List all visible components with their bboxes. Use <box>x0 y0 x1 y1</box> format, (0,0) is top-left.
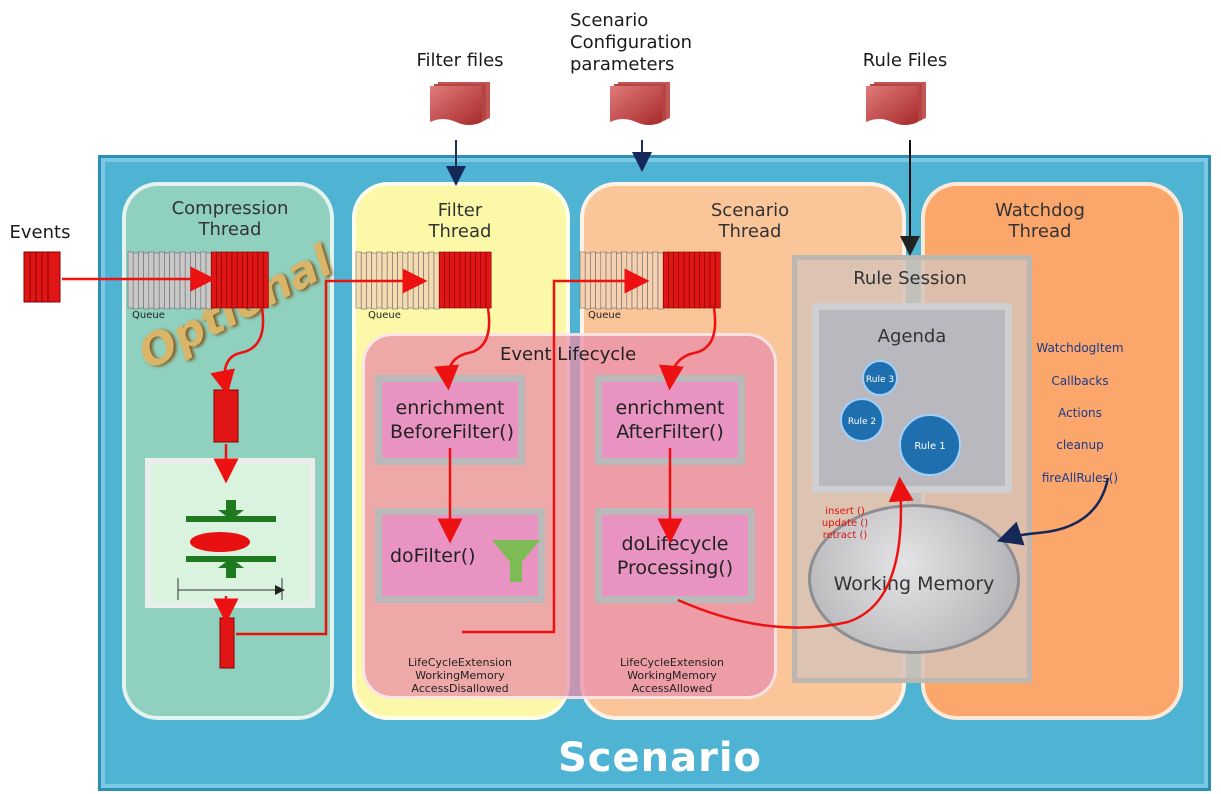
op-retract: retract () <box>822 530 868 541</box>
filter-files-icon <box>430 82 490 125</box>
funnel-icon <box>492 540 540 582</box>
compression-thread-title: Compression Thread <box>171 198 289 240</box>
filter-queue-label: Queue <box>368 310 401 321</box>
single-event-block <box>213 389 239 443</box>
working-memory-title: Working Memory <box>833 573 995 595</box>
ext-disallowed-label: LifeCycleExtension WorkingMemory AccessD… <box>408 656 512 695</box>
filter-thread-title: Filter Thread <box>428 200 492 242</box>
watchdog-thread-title: Watchdog Thread <box>995 200 1085 242</box>
rule-files-label: Rule Files <box>862 50 948 71</box>
lifecycle-to-agenda-arrow <box>677 476 914 629</box>
scenario-thread-title: Scenario Thread <box>710 200 790 242</box>
rule-3-label: Rule 3 <box>866 375 894 385</box>
compression-queue <box>127 251 269 310</box>
enrichment-after-filter-label: enrichment AfterFilter() <box>615 397 725 443</box>
do-lifecycle-processing-box: doLifecycle Processing() <box>595 508 755 603</box>
enrichment-before-filter-label: enrichment BeforeFilter() <box>390 397 515 443</box>
rule-session-title: Rule Session <box>853 268 967 289</box>
watchdog-to-wm-arrow <box>996 477 1110 546</box>
event-lifecycle-title: Event Lifecycle <box>500 344 637 365</box>
events-block <box>23 251 61 303</box>
queue-to-event-arrow <box>210 307 265 396</box>
do-lifecycle-processing-label: doLifecycle Processing() <box>616 532 734 579</box>
compressor-icon <box>177 500 285 600</box>
working-memory-ellipse <box>808 504 1020 654</box>
rule-files-icon <box>866 82 926 125</box>
watchdog-cleanup: cleanup <box>1056 438 1104 452</box>
gear-rule-1-icon <box>899 414 961 476</box>
watchdog-actions: Actions <box>1058 406 1102 420</box>
scenario-queue-label: Queue <box>588 310 621 321</box>
watchdog-callbacks: Callbacks <box>1051 374 1109 388</box>
scenario-config-icon <box>610 82 670 125</box>
gear-rule-2-icon <box>840 398 884 442</box>
enrichment-after-filter-box: enrichment AfterFilter() <box>595 375 745 465</box>
gear-rule-3-icon <box>862 360 898 396</box>
compression-queue-label: Queue <box>132 310 165 321</box>
events-label: Events <box>9 222 71 243</box>
rule-2-label: Rule 2 <box>848 417 876 427</box>
compressed-event-block <box>219 617 235 669</box>
watchdog-item: WatchdogItem <box>1036 341 1124 355</box>
compression-to-filter-arrow <box>236 268 428 636</box>
filter-files-label: Filter files <box>416 50 504 71</box>
op-update: update () <box>821 518 869 529</box>
rule-1-label: Rule 1 <box>914 441 945 452</box>
agenda-title: Agenda <box>877 326 947 347</box>
scenario-config-label: Scenario Configuration parameters <box>570 10 693 75</box>
watchdog-fireallrules: fireAllRules() <box>1041 471 1119 485</box>
filter-to-scenario-arrow <box>462 268 650 634</box>
scenario-queue-to-enrich-arrow <box>658 307 717 391</box>
scenario-title: Scenario <box>557 735 763 781</box>
do-filter-label: doFilter() <box>390 544 476 567</box>
filter-queue-to-enrich-arrow <box>434 307 491 391</box>
op-insert: insert () <box>825 506 865 517</box>
ext-allowed-label: LifeCycleExtension WorkingMemory AccessA… <box>620 656 724 695</box>
